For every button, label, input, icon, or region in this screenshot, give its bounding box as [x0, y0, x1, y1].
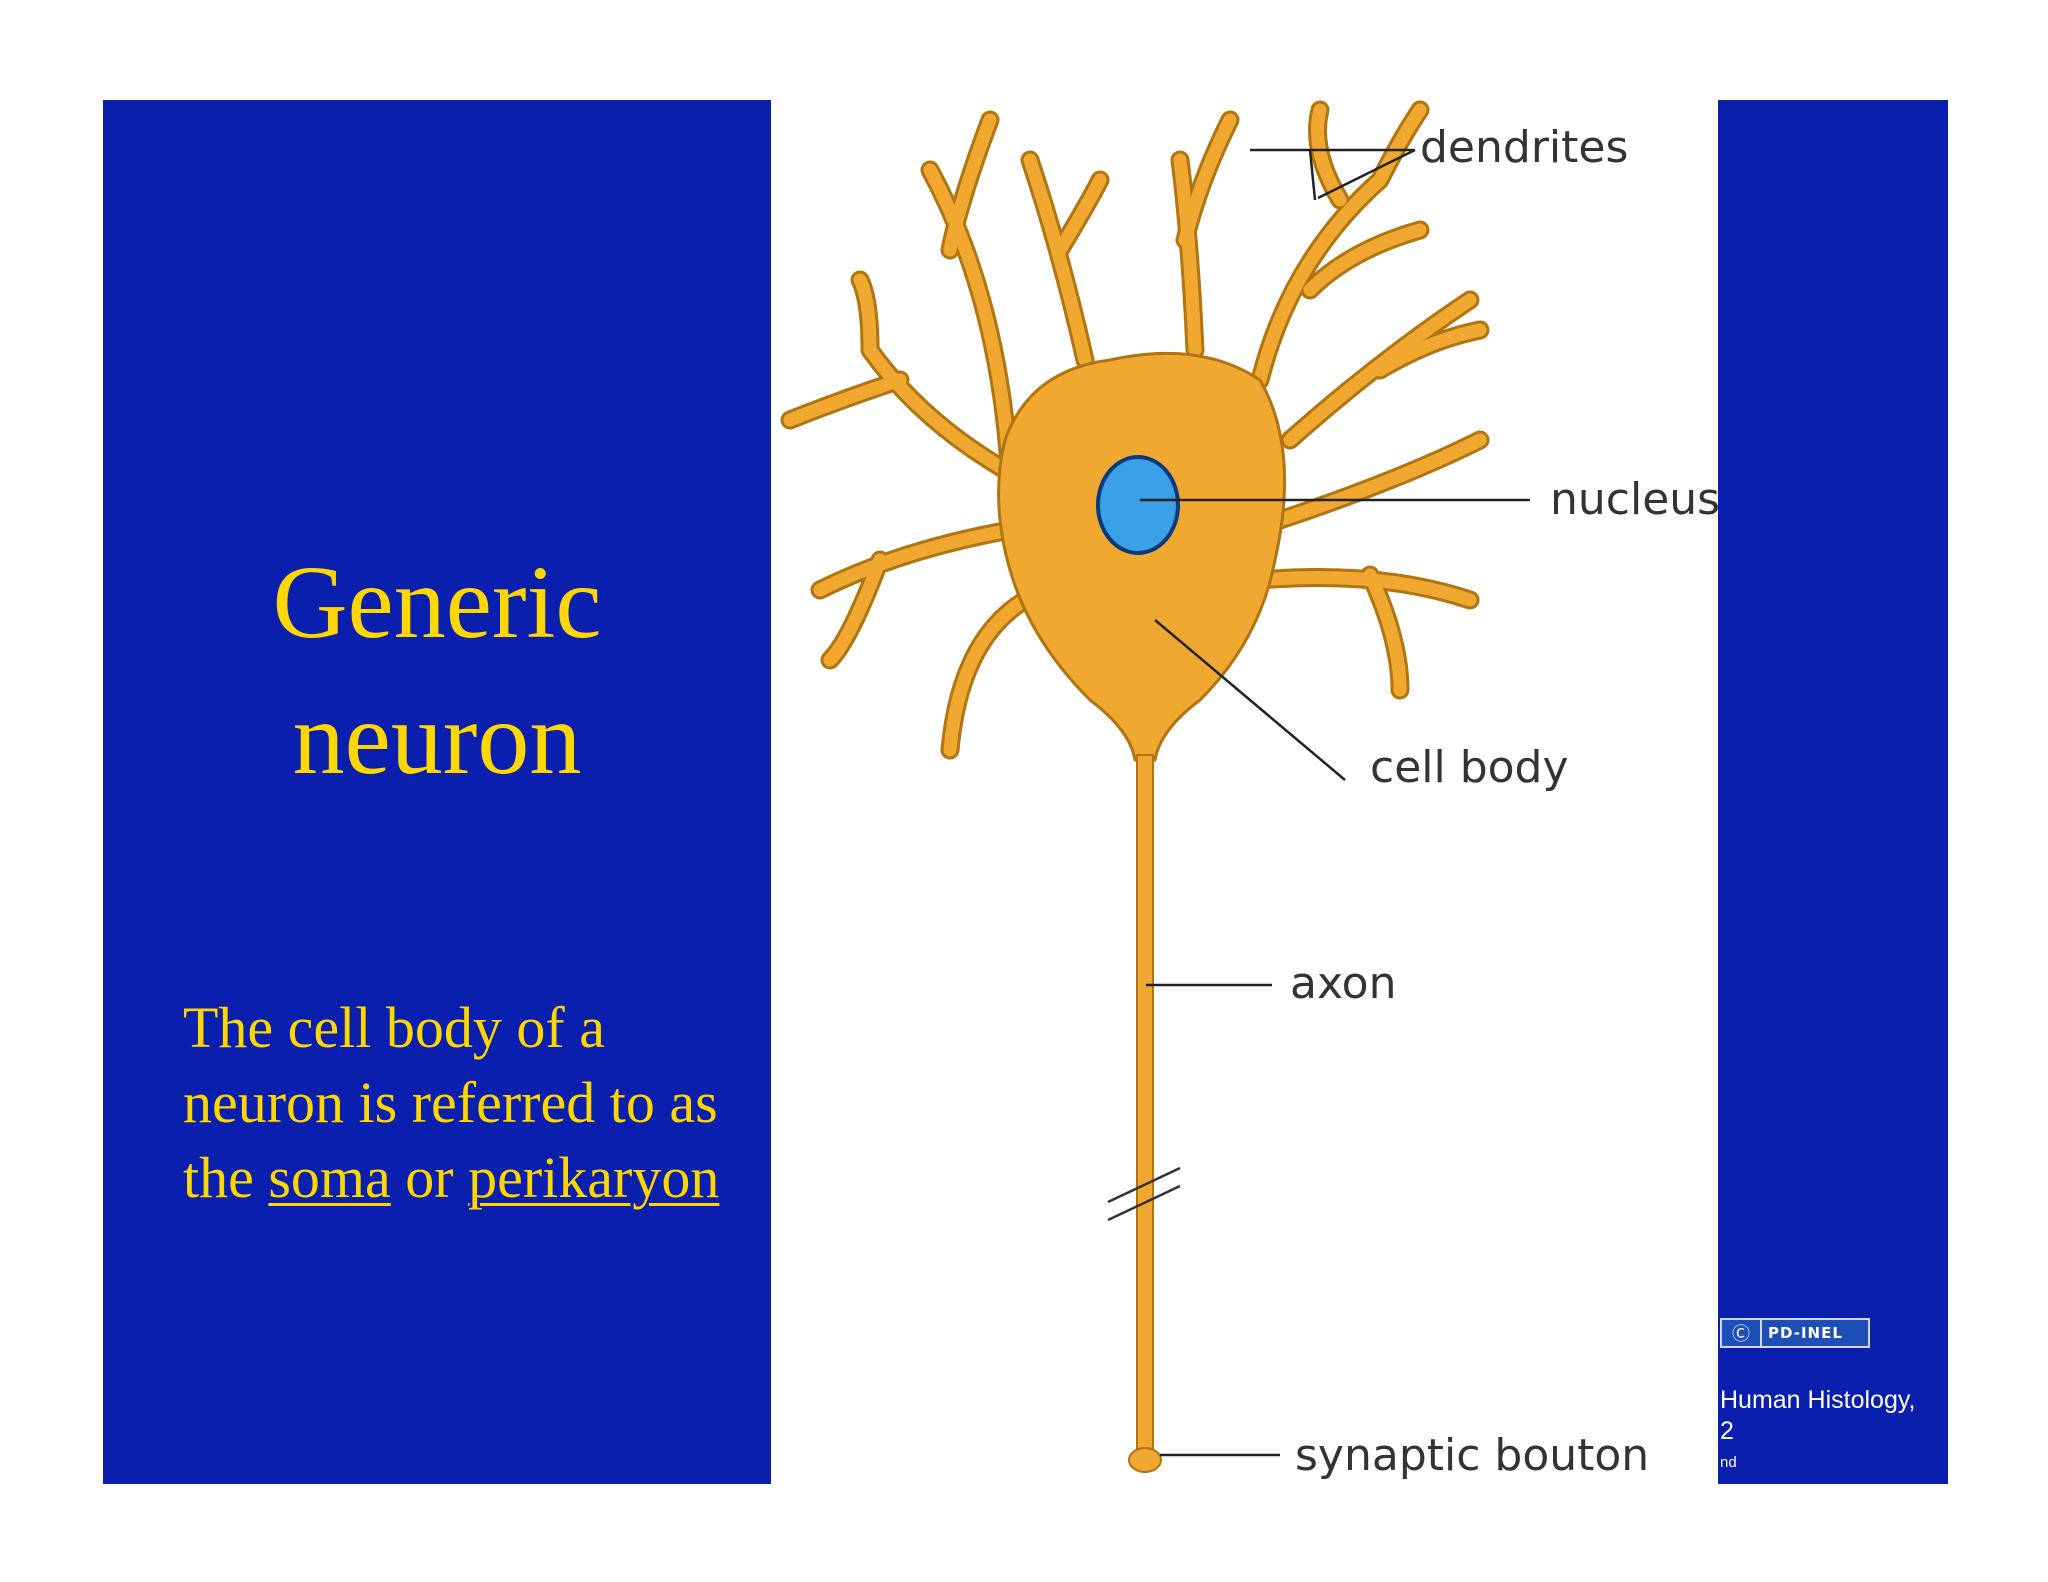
credit-edition-suffix: nd: [1720, 1454, 1737, 1471]
slide-title: Generic neuron: [103, 535, 771, 807]
axon: [1136, 754, 1154, 1456]
label-nucleus: nucleus: [1550, 474, 1721, 525]
credit-line-2: 2 nd edition, Stevens: [1720, 1416, 1950, 1515]
credit-line-1: Human Histology,: [1720, 1354, 1950, 1416]
credit-line-1-text: Human Histology,: [1720, 1386, 1916, 1414]
credit-line-2-text: edition, Stevens: [1720, 1485, 1898, 1514]
no-copyright-icon: Ⓒ: [1722, 1320, 1762, 1346]
body-line-3: the soma or perikaryon: [183, 1140, 783, 1215]
title-line-1: Generic: [272, 545, 602, 660]
term-soma: soma: [268, 1145, 391, 1210]
leader-lines: [1140, 148, 1530, 1457]
body-text: The cell body of a neuron is referred to…: [183, 990, 783, 1215]
license-badge: Ⓒ PD-INEL: [1720, 1318, 1870, 1348]
label-dendrites: dendrites: [1420, 122, 1629, 173]
credit-edition-number: 2: [1720, 1417, 1734, 1445]
cell-body: [997, 351, 1287, 762]
neuron-shape: [780, 100, 1490, 1473]
body-line-1: The cell body of a: [183, 995, 605, 1060]
axon-break-marks: [1107, 1166, 1181, 1222]
dendrites: [783, 103, 1487, 757]
credit-line-3: and Lowe, Mosby;: [1720, 1516, 1923, 1545]
body-line-2: neuron is referred to as: [183, 1070, 718, 1135]
label-axon: axon: [1290, 958, 1397, 1009]
figure-area: [771, 100, 1718, 1484]
title-line-2: neuron: [292, 681, 582, 796]
image-credit: Human Histology, 2 nd edition, Stevens an…: [1720, 1354, 1950, 1577]
credit-line-4: Fig. 6-1: [1720, 1547, 1805, 1576]
label-synaptic-bouton: synaptic bouton: [1295, 1430, 1650, 1481]
label-cell-body: cell body: [1370, 742, 1569, 793]
synaptic-bouton-shape: [1128, 1447, 1162, 1473]
body-connector: or: [390, 1145, 469, 1210]
license-badge-text: PD-INEL: [1768, 1324, 1843, 1342]
nucleus-shape: [1096, 455, 1180, 555]
right-panel: [1718, 100, 1948, 1484]
body-line-3-prefix: the: [183, 1145, 269, 1210]
term-perikaryon: perikaryon: [468, 1145, 720, 1210]
left-panel: [103, 100, 771, 1484]
